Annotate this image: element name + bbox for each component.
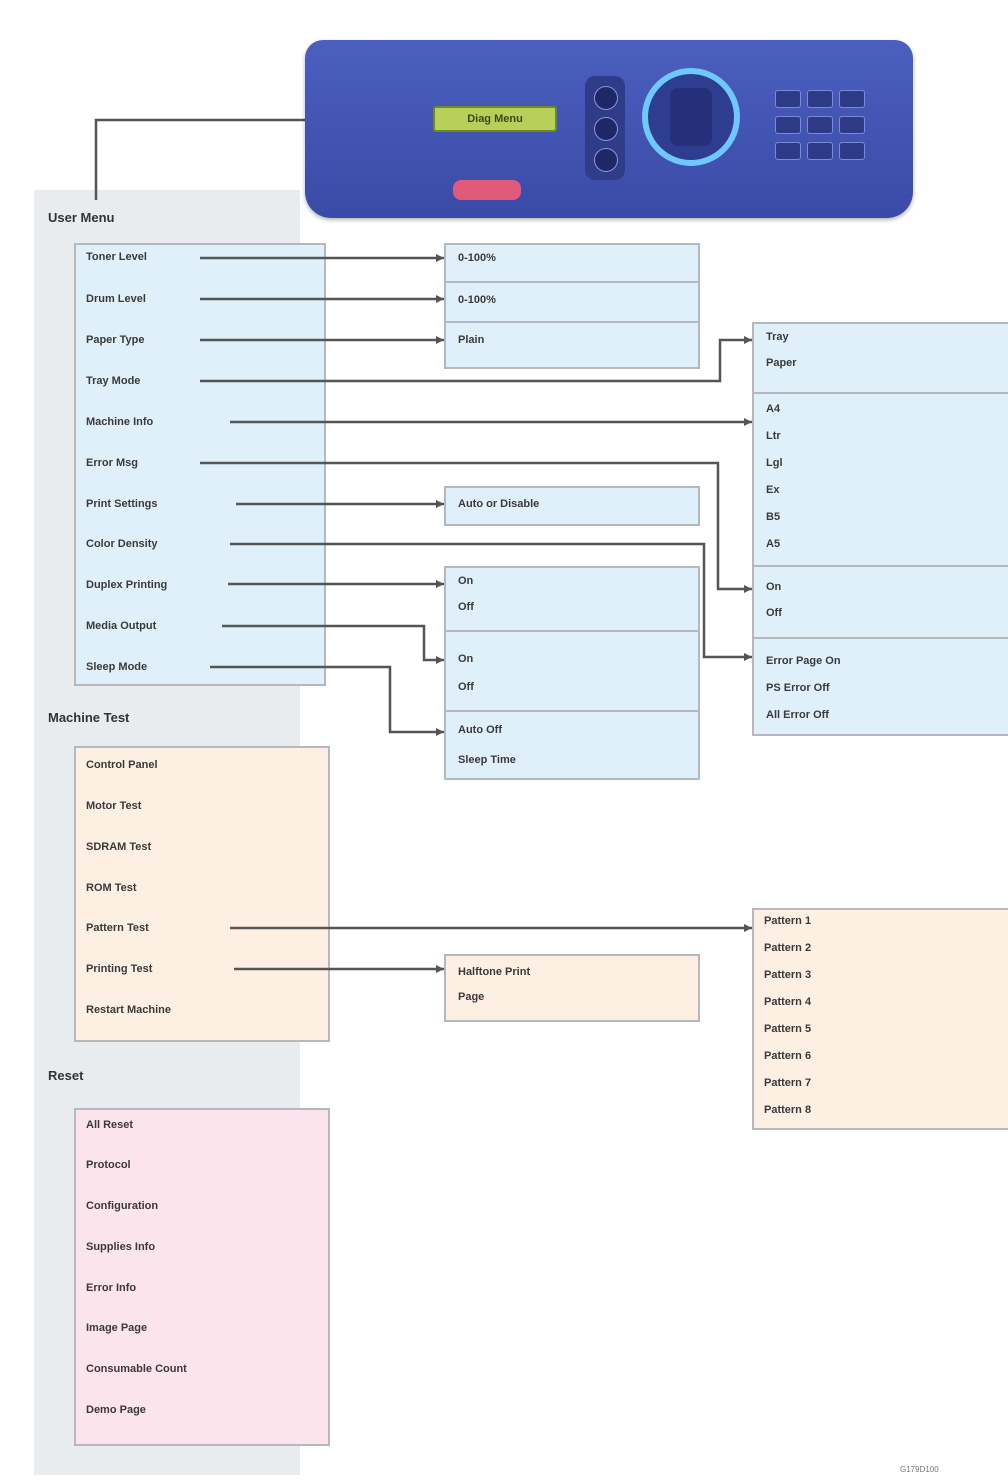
menu-up-button[interactable] xyxy=(594,86,618,110)
key-6[interactable] xyxy=(839,116,865,134)
key-9[interactable] xyxy=(839,142,865,160)
menu-button-column xyxy=(585,76,625,180)
dial-center xyxy=(670,88,712,146)
key-3[interactable] xyxy=(839,90,865,108)
key-7[interactable] xyxy=(775,142,801,160)
menu-ok-button[interactable] xyxy=(594,117,618,141)
menu-down-button[interactable] xyxy=(594,148,618,172)
stop-button[interactable] xyxy=(453,180,521,200)
printer-control-panel: Diag Menu xyxy=(305,40,913,218)
key-5[interactable] xyxy=(807,116,833,134)
key-4[interactable] xyxy=(775,116,801,134)
navigation-dial[interactable] xyxy=(642,68,740,166)
numeric-keypad xyxy=(775,90,885,190)
lcd-display: Diag Menu xyxy=(433,106,557,132)
figure-code: G179D100 xyxy=(900,1465,939,1474)
key-1[interactable] xyxy=(775,90,801,108)
key-8[interactable] xyxy=(807,142,833,160)
key-2[interactable] xyxy=(807,90,833,108)
